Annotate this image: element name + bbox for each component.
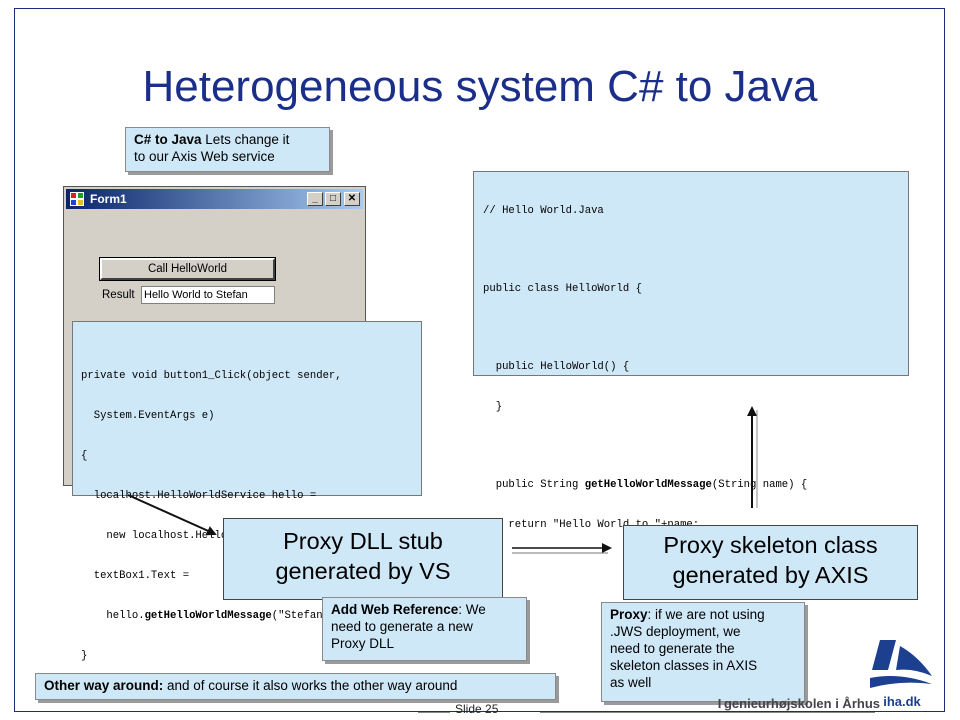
- note-other-way-around: Other way around: and of course it also …: [35, 673, 556, 700]
- form1-titlebar: Form1 _ □ ✕: [66, 189, 363, 209]
- code-line: // Hello World.Java: [483, 205, 604, 217]
- logo-text: iha.dk: [883, 694, 921, 709]
- proxy-skeleton-line2: generated by AXIS: [672, 562, 869, 588]
- code-segment: public String: [483, 479, 585, 491]
- code-method-bold: getHelloWorldMessage: [584, 479, 712, 491]
- footer-line-right: [540, 712, 875, 713]
- slide-frame: [14, 8, 945, 712]
- note-proxy-line3: need to generate the: [610, 641, 735, 656]
- note-add-ref-line2: need to generate a new: [331, 619, 473, 634]
- code-line: public class HelloWorld {: [483, 283, 642, 295]
- csharp-code-box: private void button1_Click(object sender…: [72, 321, 422, 662]
- code-line: public HelloWorld() {: [483, 361, 630, 373]
- code-line: }: [81, 650, 88, 662]
- note-proxy-bold: Proxy: [610, 607, 648, 622]
- java-code-box: // Hello World.Java public class HelloWo…: [473, 171, 909, 611]
- code-method-bold: getHelloWorldMessage: [144, 610, 272, 622]
- slide-title: Heterogeneous system C# to Java: [142, 62, 818, 111]
- code-segment: (String name) {: [711, 479, 808, 491]
- iha-logo: iha.dk: [870, 640, 932, 709]
- code-segment: hello.: [81, 610, 145, 622]
- note-csharp-bold: C# to Java: [134, 132, 202, 147]
- proxy-skeleton-box: Proxy skeleton class generated by AXIS: [623, 525, 918, 600]
- code-line: textBox1.Text =: [81, 570, 190, 582]
- note-other-rest: and of course it also works the other wa…: [163, 678, 458, 693]
- minimize-button[interactable]: _: [307, 192, 323, 206]
- app-icon: [70, 192, 84, 206]
- code-line: {: [81, 450, 88, 462]
- proxy-dll-box: Proxy DLL stub generated by VS: [223, 518, 503, 600]
- note-csharp-line2: to our Axis Web service: [134, 149, 275, 164]
- note-csharp-to-java: C# to Java Lets change it to our Axis We…: [125, 127, 330, 172]
- code-line: }: [483, 401, 503, 413]
- footer-line-left: [418, 712, 450, 713]
- proxy-dll-line2: generated by VS: [275, 558, 451, 584]
- note-add-web-reference: Add Web Reference: We need to generate a…: [322, 597, 527, 661]
- note-add-ref-line3: Proxy DLL: [331, 636, 395, 651]
- note-add-ref-bold: Add Web Reference: [331, 602, 459, 617]
- note-proxy-rest: : if we are not using: [647, 607, 765, 622]
- note-proxy: Proxy: if we are not using .JWS deployme…: [601, 602, 805, 702]
- note-other-bold: Other way around:: [44, 678, 164, 693]
- note-proxy-line5: as well: [610, 675, 652, 690]
- call-helloworld-button[interactable]: Call HelloWorld: [99, 257, 276, 281]
- note-csharp-rest: Lets change it: [201, 132, 290, 147]
- note-add-ref-rest: : We: [458, 602, 486, 617]
- slide-number: Slide 25: [455, 702, 499, 716]
- note-proxy-line2: .JWS deployment, we: [610, 624, 741, 639]
- result-label: Result: [102, 289, 135, 301]
- note-proxy-line4: skeleton classes in AXIS: [610, 658, 758, 673]
- footer-brand: I genieurhøjskolen i Århus: [717, 696, 880, 711]
- maximize-button[interactable]: □: [325, 192, 341, 206]
- close-button[interactable]: ✕: [344, 192, 360, 206]
- code-line: private void button1_Click(object sender…: [81, 370, 342, 382]
- arrow-code-to-proxy: [127, 494, 217, 536]
- code-line: public String getHelloWorldMessage(Strin…: [483, 477, 908, 493]
- form1-title-text: Form1: [90, 192, 127, 206]
- proxy-skeleton-line1: Proxy skeleton class: [663, 532, 878, 558]
- result-textbox[interactable]: Hello World to Stefan: [141, 286, 275, 304]
- proxy-dll-line1: Proxy DLL stub: [283, 528, 443, 554]
- code-line: System.EventArgs e): [81, 410, 215, 422]
